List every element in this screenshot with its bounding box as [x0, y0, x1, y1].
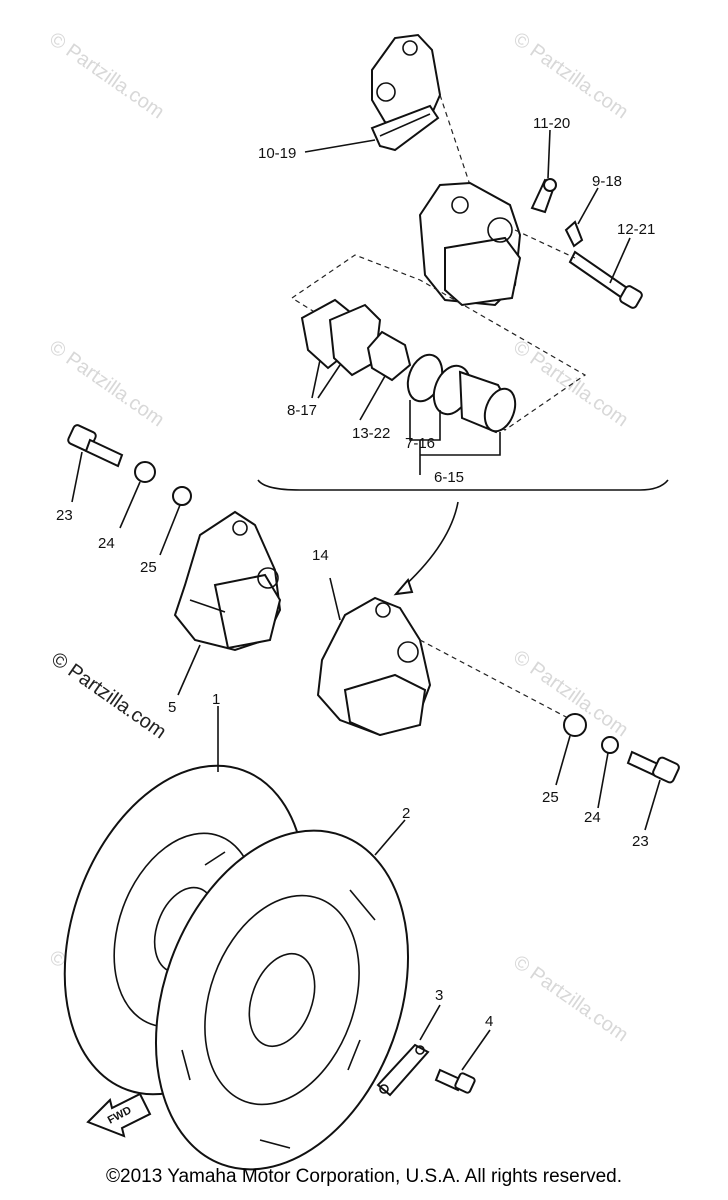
label-1: 1	[212, 691, 220, 708]
washer-right-24	[601, 736, 619, 754]
caliper-left	[173, 510, 282, 652]
label-8-17: 8-17	[287, 402, 317, 419]
label-4: 4	[485, 1013, 493, 1030]
label-5: 5	[168, 699, 176, 716]
label-25-right: 25	[542, 789, 559, 806]
seals-and-piston	[406, 353, 517, 434]
brake-pads	[300, 298, 382, 377]
watermark-top-right: © Partzilla.com	[509, 28, 632, 123]
watermark-bottom-right: © Partzilla.com	[509, 951, 632, 1046]
watermark-top-left: © Partzilla.com	[45, 28, 168, 123]
label-25-left: 25	[140, 559, 157, 576]
disc-bolt	[434, 1068, 476, 1094]
caliper-bracket-top	[370, 33, 442, 152]
watermark-mid-left: © Partzilla.com	[45, 336, 168, 431]
watermark-mid-right: © Partzilla.com	[509, 336, 632, 431]
washer-left-25	[172, 486, 192, 506]
label-12-21: 12-21	[617, 221, 655, 238]
caliper-body-upper	[418, 181, 522, 307]
label-14: 14	[312, 547, 329, 564]
pad-pin	[568, 250, 643, 309]
washer-right-25	[563, 713, 587, 737]
label-13-22: 13-22	[352, 425, 390, 442]
exploded-brace	[257, 479, 669, 491]
part-labels: 10-19 11-20 9-18 12-21 8-17 13-22 7-16 6…	[56, 115, 655, 1030]
label-10-19: 10-19	[258, 145, 296, 162]
exploded-box	[291, 254, 587, 431]
caliper-right	[316, 596, 432, 737]
washer-left-24	[134, 461, 156, 483]
disc-2-slots	[181, 851, 376, 1149]
label-7-16: 7-16	[405, 435, 435, 452]
pad-shim	[366, 330, 412, 382]
label-9-18: 9-18	[592, 173, 622, 190]
label-11-20: 11-20	[533, 115, 570, 132]
label-2: 2	[402, 805, 410, 822]
copyright-footer: ©2013 Yamaha Motor Corporation, U.S.A. A…	[106, 1166, 622, 1187]
bolt-left	[67, 424, 124, 468]
pin-clip	[564, 220, 584, 248]
label-23-left: 23	[56, 507, 73, 524]
label-6-15: 6-15	[434, 469, 464, 486]
label-24-right: 24	[584, 809, 601, 826]
bolt-right	[626, 750, 680, 784]
bleed-screw	[530, 178, 557, 214]
label-23-right: 23	[632, 833, 649, 850]
watermark-main: © Partzilla.com	[47, 648, 170, 743]
label-3: 3	[435, 987, 443, 1004]
label-24-left: 24	[98, 535, 115, 552]
arrow-head	[393, 578, 414, 596]
brake-disc-2	[154, 829, 410, 1171]
lock-plate	[376, 1043, 430, 1097]
forward-arrow: FWD	[86, 1092, 152, 1138]
